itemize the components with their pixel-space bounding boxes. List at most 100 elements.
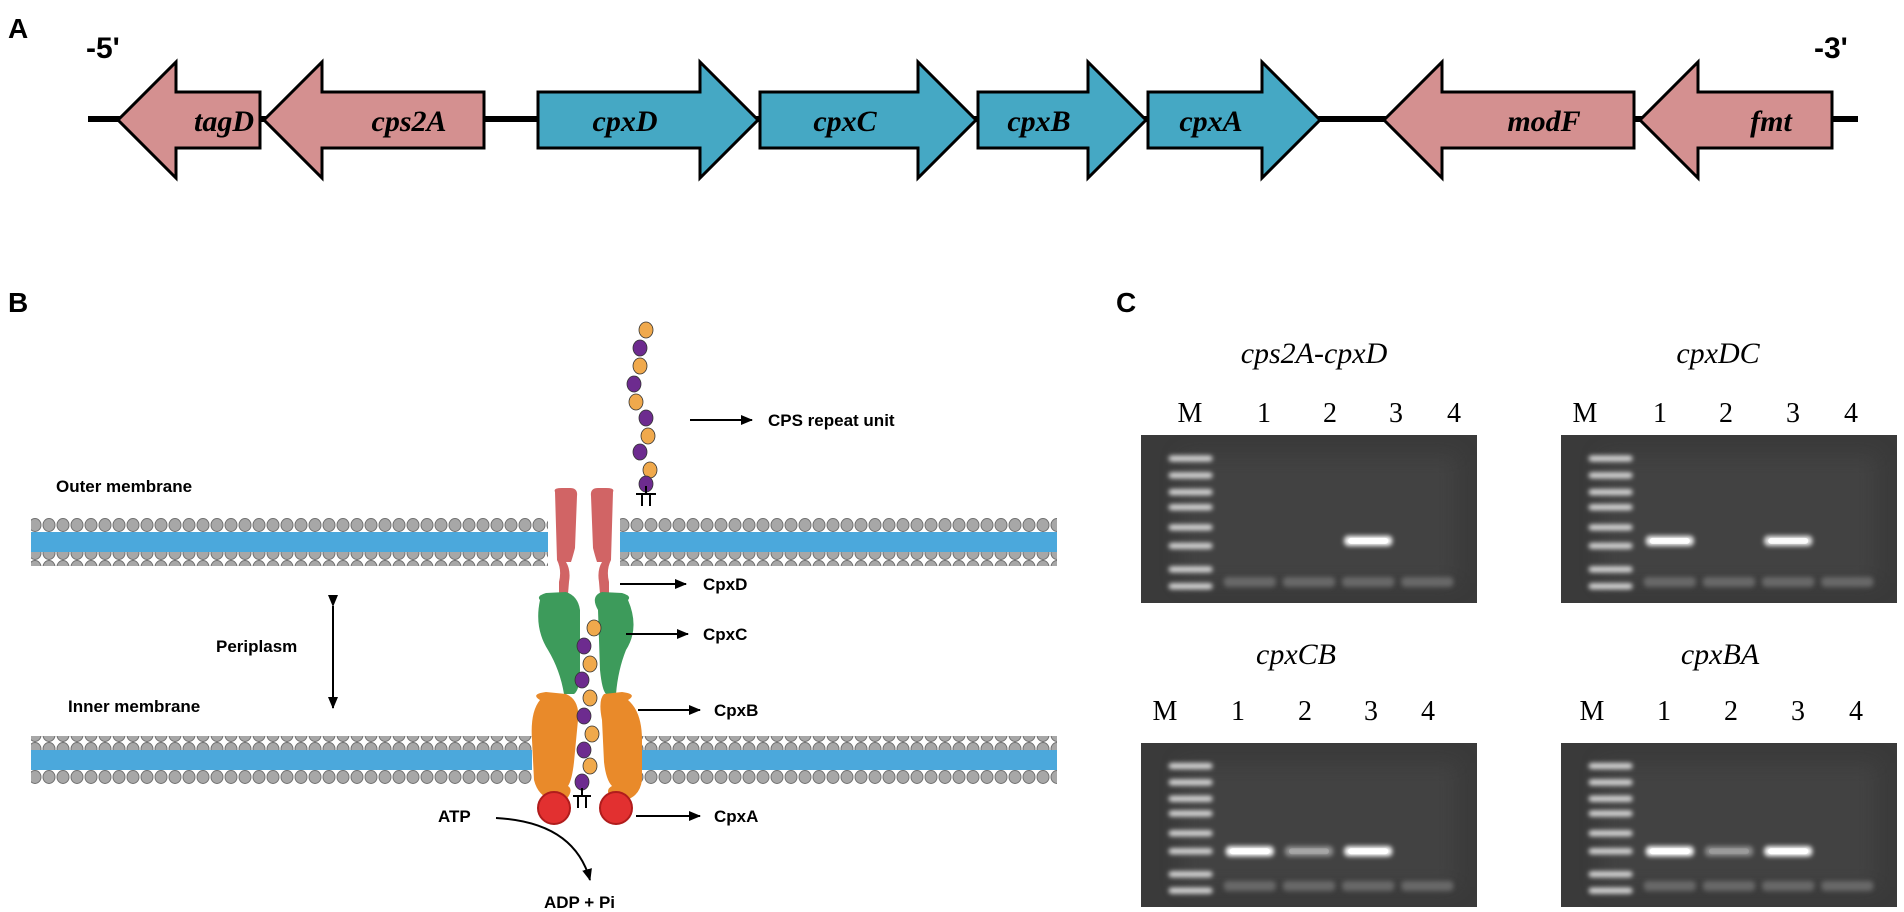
gel-ladder-band: [1168, 542, 1213, 549]
gene-label-cpxC: cpxC: [813, 105, 877, 138]
gel-primer-smear: [1401, 577, 1454, 587]
gene-arrow-cpxB: [976, 58, 1149, 182]
gel-lane-label: 1: [1257, 398, 1271, 429]
gel-lane-label: 4: [1447, 398, 1461, 429]
gel-lane-label: M: [1573, 398, 1598, 429]
cpxb-protein: [531, 692, 642, 800]
gene-label-cpxB: cpxB: [1007, 105, 1070, 138]
cpxd-label: CpxD: [703, 575, 747, 594]
gel-lane-label: 4: [1844, 398, 1858, 429]
gel-ladder-band: [1168, 583, 1213, 590]
cpxc-protein: [538, 592, 634, 694]
cpxb-label: CpxB: [714, 701, 758, 720]
cps-chain-channel: [574, 619, 602, 791]
gel-ladder-band: [1168, 455, 1213, 462]
gel-band-core: [1649, 848, 1690, 855]
gel-lane-label: 3: [1791, 696, 1805, 727]
five-prime-label: -5': [86, 32, 120, 65]
gel-ladder-band: [1168, 504, 1213, 511]
gel-primer-smear: [1223, 577, 1276, 587]
gel-panel-cps2A-cpxD: cps2A-cpxD M 1 2 3 4: [1141, 337, 1477, 603]
cps-sugar-unit: [626, 375, 642, 393]
gene-arrow-tagD: [115, 58, 262, 182]
gel-ladder-band: [1588, 830, 1633, 837]
gel-lane-label: 2: [1298, 696, 1312, 727]
gel-haze: [1181, 455, 1457, 583]
gel-ladder-band: [1588, 583, 1633, 590]
cps-sugar-unit: [586, 619, 602, 637]
panel-b-label: B: [8, 287, 28, 318]
gene-arrow-cpxD: [536, 58, 761, 182]
gel-haze: [1181, 763, 1457, 887]
gene-label-modF: modF: [1507, 105, 1580, 138]
adp-label: ADP + Pi: [544, 893, 615, 912]
gene-label-fmt: fmt: [1750, 105, 1793, 138]
gel-primer-smear: [1283, 881, 1335, 891]
gel-haze: [1601, 763, 1877, 887]
gel-ladder-band: [1168, 871, 1213, 878]
cpxa-label: CpxA: [714, 807, 758, 826]
gel-lane-label: 3: [1364, 696, 1378, 727]
gel-lane-label: M: [1178, 398, 1203, 429]
gel-band-core: [1768, 848, 1809, 855]
gel-primer-smear: [1762, 577, 1815, 587]
gel-primer-smear: [1401, 881, 1454, 891]
gel-primer-smear: [1821, 577, 1874, 587]
gel-lane-label: 4: [1849, 696, 1863, 727]
gel-ladder-band: [1588, 810, 1633, 817]
gel-ladder-band: [1168, 762, 1213, 769]
gel-ladder-band: [1168, 566, 1213, 573]
gel-primer-smear: [1821, 881, 1874, 891]
gel-primer-smear: [1643, 881, 1696, 891]
gene-label-tagD: tagD: [194, 105, 254, 138]
gel-ladder-band: [1588, 542, 1633, 549]
gene-arrow-cpxC: [758, 58, 979, 182]
gel-primer-smear: [1703, 577, 1755, 587]
cps-chain-top: [626, 321, 658, 493]
gel-ladder-band: [1168, 810, 1213, 817]
gel-lane-label: 2: [1724, 696, 1738, 727]
cps-sugar-unit: [574, 671, 590, 689]
outer-membrane: [31, 518, 1057, 566]
gel-lane-label: 2: [1323, 398, 1337, 429]
gel-haze: [1601, 455, 1877, 583]
cps-sugar-unit: [576, 637, 592, 655]
gel-ladder-band: [1168, 848, 1213, 855]
gel-lane-label: 1: [1231, 696, 1245, 727]
cps-sugar-unit: [576, 707, 592, 725]
panel-a-label: A: [8, 13, 28, 44]
gel-band-core: [1709, 848, 1749, 855]
inner-membrane-label: Inner membrane: [68, 697, 200, 716]
gel-primer-smear: [1703, 881, 1755, 891]
cps-sugar-unit: [640, 427, 656, 445]
gel-lane-label: 1: [1653, 398, 1667, 429]
gene-arrow-fmt: [1637, 58, 1834, 182]
cps-sugar-unit: [638, 321, 654, 339]
cps-repeat-label: CPS repeat unit: [768, 411, 895, 430]
gel-ladder-band: [1588, 887, 1633, 894]
gene-label-cpxA: cpxA: [1179, 105, 1242, 138]
gel-title: cps2A-cpxD: [1241, 337, 1388, 370]
gel-band-core: [1348, 848, 1389, 855]
cpxa-left-protein: [537, 791, 571, 825]
gel-band-core: [1348, 537, 1389, 544]
gel-ladder-band: [1168, 779, 1213, 786]
cps-sugar-unit: [628, 393, 644, 411]
gel-lane-label: 3: [1389, 398, 1403, 429]
lipid-anchor-top: [636, 486, 656, 506]
gene-label-cpxD: cpxD: [593, 105, 658, 138]
gel-lane-label: M: [1153, 696, 1178, 727]
gene-arrow-cps2A: [261, 58, 486, 182]
cps-sugar-unit: [642, 461, 658, 479]
gel-ladder-band: [1588, 472, 1633, 479]
gel-band: [1705, 846, 1753, 857]
cps-sugar-unit: [582, 655, 598, 673]
gel-ladder-band: [1588, 489, 1633, 496]
gel-primer-smear: [1283, 577, 1335, 587]
gel-primer-smear: [1342, 881, 1395, 891]
gel-band-core: [1289, 848, 1329, 855]
cps-sugar-unit: [584, 725, 600, 743]
